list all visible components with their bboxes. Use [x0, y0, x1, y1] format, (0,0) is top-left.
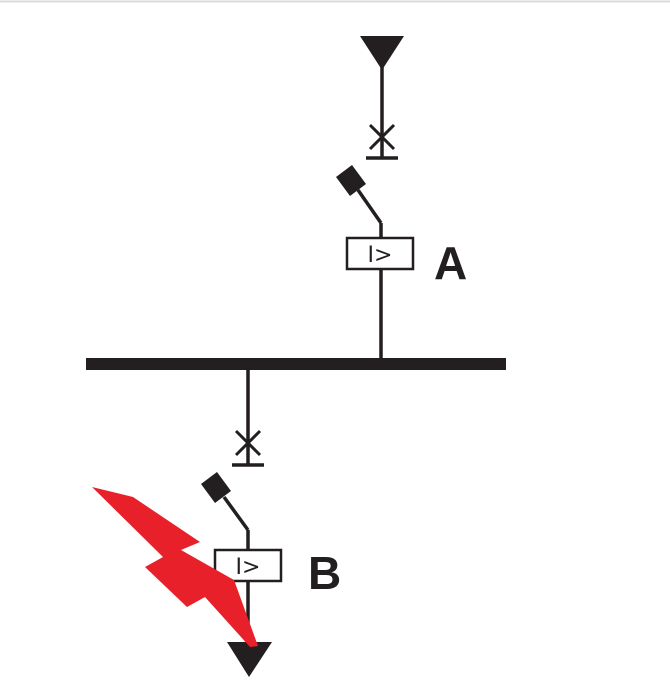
busbar [86, 358, 506, 370]
breaker-a-switch-icon [336, 165, 383, 225]
load-triangle-icon [227, 642, 272, 677]
breaker-b-switch-icon [201, 472, 250, 532]
disconnector-a-icon [366, 123, 398, 160]
relay-a-symbol: I> [368, 243, 393, 268]
feeder-a: I> [336, 36, 415, 360]
relay-a-box: I> [345, 236, 415, 271]
lightning-bolt-icon [92, 487, 258, 647]
breaker-a-label: A [434, 237, 468, 289]
disconnector-b-icon [232, 429, 264, 467]
feeder-b: I> [201, 369, 283, 677]
relay-b-symbol: I> [236, 555, 261, 580]
breaker-b-label: B [308, 547, 342, 599]
